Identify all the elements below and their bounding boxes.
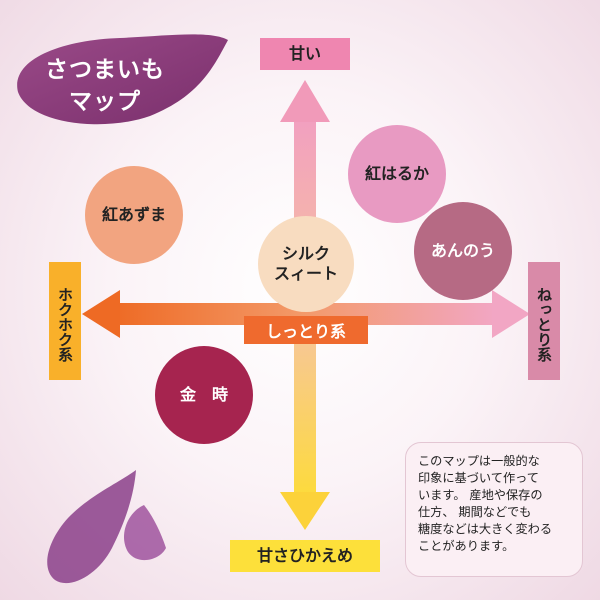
- note-line: います。 産地や保存の: [418, 488, 543, 502]
- note-line: 糖度などは大きく変わる: [418, 522, 553, 536]
- variety-beni-azuma: 紅あずま: [85, 166, 183, 264]
- silk-sweet-line1: シルク: [281, 244, 330, 263]
- sweet-potato-slice-icon: [123, 505, 166, 561]
- sweet-potato-decoration-icon: [47, 470, 137, 584]
- axis-label-left: ホクホク系: [49, 262, 81, 380]
- variety-silk-sweet: シルク スィート: [258, 216, 354, 312]
- variety-annou: あんのう: [414, 202, 512, 300]
- horizontal-axis-arrow: [82, 290, 530, 338]
- variety-kintoki: 金 時: [155, 346, 253, 444]
- axis-label-top: 甘い: [260, 38, 350, 70]
- axis-label-center: しっとり系: [244, 316, 368, 344]
- sweet-potato-title-icon: [17, 34, 228, 125]
- note-line: このマップは一般的な: [418, 454, 540, 468]
- silk-sweet-line2: スィート: [273, 264, 338, 283]
- variety-beni-haruka: 紅はるか: [348, 125, 446, 223]
- note-line: 仕方、 期間などでも: [418, 505, 532, 519]
- axis-label-bottom: 甘さひかえめ: [230, 540, 380, 572]
- map-title-line2: マップ: [69, 89, 141, 115]
- map-title-line1: さつまいも: [45, 57, 165, 83]
- axis-label-right: ねっとり系: [528, 262, 560, 380]
- note-line: ことがあります。: [418, 539, 515, 553]
- disclaimer-note: このマップは一般的な 印象に基づいて作って います。 産地や保存の 仕方、 期間…: [405, 442, 583, 577]
- note-line: 印象に基づいて作って: [418, 471, 539, 485]
